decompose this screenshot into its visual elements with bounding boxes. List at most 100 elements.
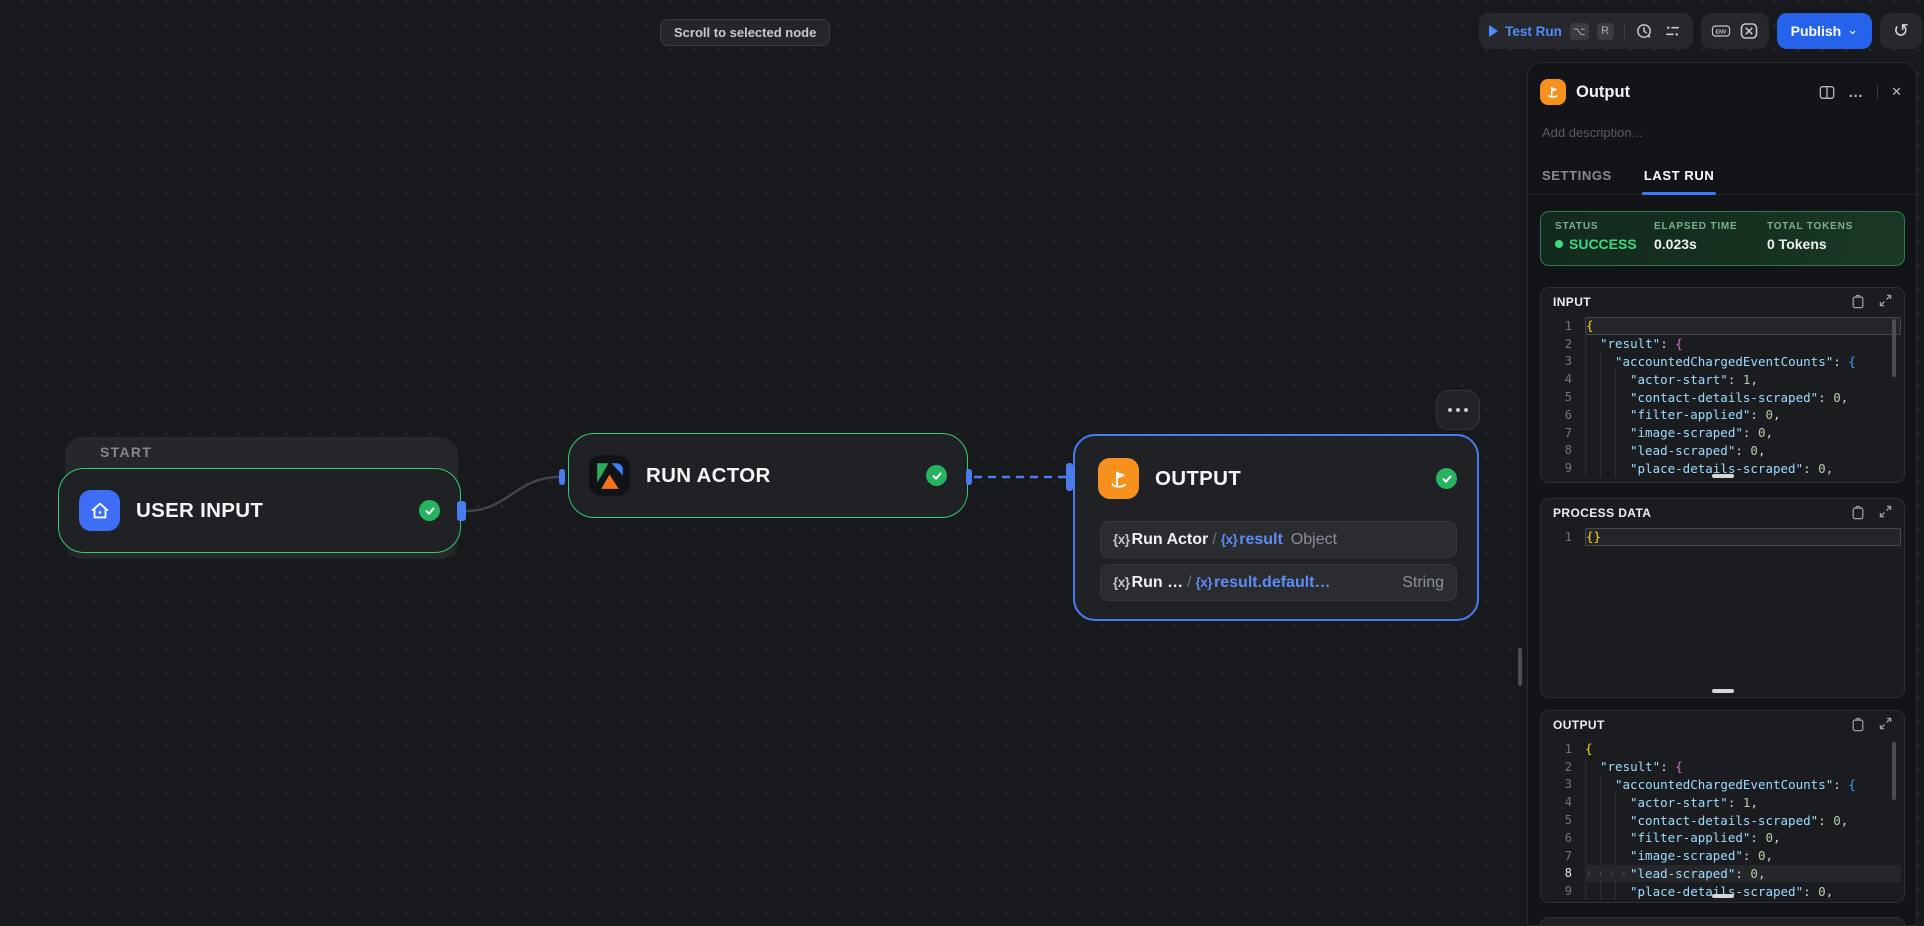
code-line: 7"image-scraped": 0,	[1564, 846, 1774, 865]
elapsed-time-value: 0.023s	[1654, 236, 1697, 252]
status-text: SUCCESS	[1569, 236, 1637, 252]
output-node-header: OUTPUT	[1075, 436, 1477, 521]
fx-icon: {x}	[1195, 575, 1213, 590]
port-userinput-output[interactable]	[457, 501, 466, 521]
node-output-selected[interactable]: OUTPUT {x} Run Actor / {x} result Object…	[1073, 434, 1479, 621]
tab-settings[interactable]: SETTINGS	[1542, 168, 1612, 183]
section-resize-handle[interactable]	[1711, 894, 1734, 898]
code-line: 1{	[1541, 317, 1904, 335]
version-history-group: ↺	[1880, 13, 1922, 49]
section-scrollbar[interactable]	[1892, 319, 1896, 377]
code-line: 6"filter-applied": 0,	[1564, 405, 1781, 424]
play-icon	[1489, 25, 1499, 37]
code-line: 3"accountedChargedEventCounts": {	[1564, 775, 1856, 794]
run-steps-icon[interactable]	[1663, 21, 1683, 41]
copy-icon[interactable]	[1851, 717, 1865, 732]
elapsed-time-label: ELAPSED TIME	[1654, 221, 1738, 232]
code-line: 8"lead-scraped": 0,	[1564, 441, 1766, 460]
tooltip-label: Scroll to selected node	[674, 25, 817, 40]
environment-variables-icon[interactable]: ENV	[1711, 21, 1731, 41]
scroll-to-selected-node-button[interactable]: Scroll to selected node	[660, 19, 831, 46]
node-title: OUTPUT	[1155, 466, 1242, 490]
node-title: USER INPUT	[136, 498, 264, 522]
status-label: STATUS	[1555, 221, 1599, 232]
code-line: 8······"lead-scraped": 0,	[1541, 864, 1904, 883]
success-check-icon	[1436, 468, 1457, 489]
apify-actor-icon	[589, 455, 630, 496]
code-line: 9"place-details-scraped": 0,	[1564, 882, 1834, 901]
publish-button[interactable]: Publish ⌄	[1776, 13, 1873, 49]
home-icon	[79, 490, 120, 531]
mapping-path: result	[1239, 530, 1283, 548]
port-runactor-output[interactable]	[966, 469, 972, 485]
mapping-separator: /	[1212, 530, 1217, 548]
test-run-button[interactable]: Test Run	[1489, 24, 1562, 39]
section-scrollbar[interactable]	[1892, 742, 1896, 800]
copy-icon[interactable]	[1851, 294, 1865, 309]
description-input[interactable]: Add description...	[1542, 125, 1643, 140]
mapping-path: result.default…	[1214, 573, 1331, 591]
flag-icon	[1540, 79, 1566, 105]
node-more-options-button[interactable]	[1436, 390, 1480, 430]
node-run-actor[interactable]: RUN ACTOR	[568, 433, 968, 518]
code-line: 1{}	[1541, 528, 1904, 546]
code-editor[interactable]: 1{2"result": {3"accountedChargedEventCou…	[1541, 738, 1904, 901]
top-toolbar: Test Run ⌥ R ENV	[1479, 13, 1922, 49]
mapping-source: Run …	[1131, 573, 1184, 591]
r-key-badge: R	[1596, 22, 1614, 40]
code-line: 1{	[1564, 741, 1593, 757]
expand-icon[interactable]	[1879, 717, 1892, 730]
total-tokens-label: TOTAL TOKENS	[1767, 221, 1854, 232]
expression-variables-icon[interactable]	[1739, 21, 1759, 41]
code-line: 2"result": {	[1564, 757, 1683, 776]
edge-userinput-runactor	[465, 475, 560, 513]
panel-section-input: INPUT 1{2"result": {3"accountedChargedEv…	[1540, 287, 1905, 483]
section-resize-handle[interactable]	[1711, 474, 1734, 478]
node-details-panel: Output … ✕ Add description... SETTINGS L…	[1527, 62, 1917, 926]
variables-group: ENV	[1700, 13, 1769, 49]
success-check-icon	[926, 465, 947, 486]
canvas-vertical-scrollbar[interactable]	[1518, 648, 1522, 686]
tab-last-run[interactable]: LAST RUN	[1641, 161, 1716, 195]
code-editor[interactable]: 1{2"result": {3"accountedChargedEventCou…	[1541, 315, 1904, 478]
total-tokens-value: 0 Tokens	[1767, 236, 1827, 252]
section-title: PROCESS DATA	[1553, 505, 1652, 520]
section-title: OUTPUT	[1553, 717, 1605, 732]
port-runactor-input[interactable]	[559, 469, 565, 485]
copy-icon[interactable]	[1851, 505, 1865, 520]
code-line: 7"image-scraped": 0,	[1564, 423, 1774, 442]
output-mapping-row[interactable]: {x} Run … / {x} result.default… String	[1100, 564, 1457, 601]
version-history-icon[interactable]: ↺	[1893, 20, 1909, 42]
code-line: 5"contact-details-scraped": 0,	[1564, 388, 1849, 406]
port-output-input[interactable]	[1066, 463, 1073, 491]
publish-label: Publish	[1790, 23, 1842, 39]
code-line: 4"actor-start": 1,	[1564, 793, 1758, 812]
success-dot-icon	[1555, 240, 1563, 248]
panel-tabs: SETTINGS LAST RUN	[1528, 161, 1916, 195]
option-key-badge: ⌥	[1569, 22, 1589, 40]
next-section-peek	[1540, 917, 1905, 925]
close-icon[interactable]: ✕	[1891, 84, 1902, 99]
output-mapping-row[interactable]: {x} Run Actor / {x} result Object	[1100, 521, 1457, 558]
run-history-clock-icon[interactable]	[1635, 21, 1655, 41]
node-user-input[interactable]: USER INPUT	[58, 468, 461, 553]
split-view-icon[interactable]	[1819, 85, 1835, 100]
start-group-label: START	[100, 444, 153, 460]
code-editor[interactable]: 1{}	[1541, 526, 1904, 546]
test-run-label: Test Run	[1505, 23, 1562, 39]
header-divider	[1877, 84, 1879, 100]
toolbar-divider	[1623, 23, 1625, 39]
panel-section-output: OUTPUT 1{2"result": {3"accountedChargedE…	[1540, 710, 1905, 903]
section-resize-handle[interactable]	[1711, 689, 1734, 693]
expand-icon[interactable]	[1879, 294, 1892, 307]
mapping-type: String	[1402, 573, 1444, 591]
fx-icon: {x}	[1113, 575, 1130, 590]
last-run-status-card: STATUS SUCCESS ELAPSED TIME 0.023s TOTAL…	[1540, 211, 1905, 266]
panel-title: Output	[1576, 82, 1631, 101]
status-value: SUCCESS	[1555, 236, 1654, 252]
expand-icon[interactable]	[1879, 505, 1892, 518]
code-line: 6"filter-applied": 0,	[1564, 828, 1781, 847]
mapping-separator: /	[1187, 573, 1192, 591]
more-options-icon[interactable]: …	[1848, 83, 1865, 101]
chevron-down-icon: ⌄	[1847, 21, 1859, 37]
